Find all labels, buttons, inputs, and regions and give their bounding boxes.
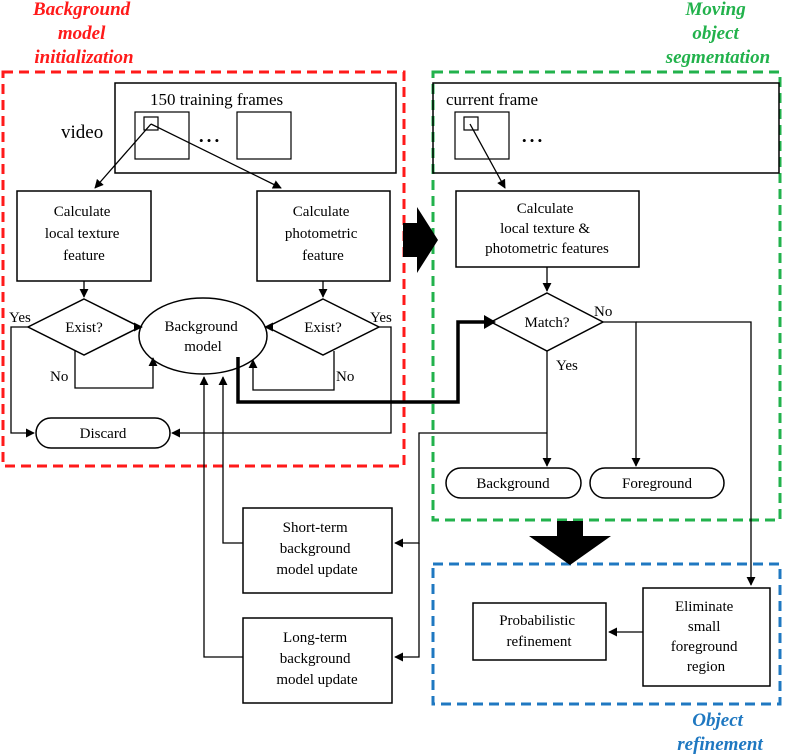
edge-branch-to-short-term [394, 432, 547, 548]
edge-exist-right-yes-discard [171, 326, 392, 438]
current-frame [454, 111, 510, 160]
refinement-section-frame [431, 562, 782, 706]
background-model-node [138, 297, 268, 375]
frame-dots: • • • [199, 133, 219, 148]
seg-title-line-2: object [692, 23, 739, 44]
background-text: Background [476, 476, 550, 492]
exist-left-decision [26, 298, 142, 356]
exist-right-text: Exist? [304, 320, 342, 336]
edge-frame-to-texture [94, 123, 152, 189]
exist-right-decision [265, 298, 381, 356]
background-terminal [445, 467, 582, 499]
label-match-no: No [594, 304, 612, 320]
eliminate-region-box [642, 587, 771, 687]
label-yes-left: Yes [9, 310, 31, 326]
calc-texture-text: Calculate local texture feature [45, 204, 123, 264]
foreground-text: Foreground [622, 476, 692, 492]
segmentation-section-frame [431, 70, 782, 522]
label-yes-right: Yes [370, 310, 392, 326]
calc-photometric-text: Calculate photometric feature [285, 204, 361, 264]
edge-frame-to-photometric [150, 123, 282, 189]
edge-exist-left-no-bgmodel [74, 351, 158, 389]
label-no-right: No [336, 369, 354, 385]
frame-patch-left [143, 116, 159, 131]
foreground-terminal [589, 467, 725, 499]
refinement-title: Object refinement [677, 710, 763, 755]
video-strip [114, 82, 397, 174]
init-title: Background model initialization [32, 0, 135, 68]
background-model-text: Background model [164, 319, 241, 355]
init-title-line-1: Background [32, 0, 131, 20]
refine-title-line-2: refinement [677, 734, 763, 755]
discard-text: Discard [80, 426, 127, 442]
edge-current-to-calc [469, 123, 506, 189]
match-text: Match? [525, 315, 570, 331]
seg-title-line-1: Moving [685, 0, 746, 20]
segmentation-to-refinement-arrow [529, 521, 611, 565]
long-term-update-box [242, 617, 393, 704]
calc-both-text: Calculate local texture & photometric fe… [485, 201, 609, 257]
edge-bgmodel-to-match [236, 320, 484, 404]
long-term-text: Long-term background model update [276, 630, 358, 688]
edge-exist-right-no-bgmodel [248, 351, 335, 391]
calc-texture-box [16, 190, 152, 282]
edge-match-no-foreground [603, 321, 641, 467]
current-frame-strip [432, 82, 780, 174]
probabilistic-refinement-box [472, 602, 607, 661]
init-title-line-3: initialization [34, 47, 133, 68]
edge-foreground-to-eliminate [636, 321, 756, 586]
exist-left-text: Exist? [65, 320, 103, 336]
edge-short-term-to-bgmodel [218, 376, 243, 544]
edge-long-term-to-bgmodel [199, 376, 243, 658]
edge-bgmodel-to-match-head [484, 315, 496, 329]
label-match-yes: Yes [556, 358, 578, 374]
calc-both-box [455, 190, 640, 268]
connectors [10, 123, 756, 662]
probabilistic-text: Probabilistic refinement [499, 613, 579, 650]
short-term-text: Short-term background model update [276, 520, 358, 578]
edge-exist-left-yes-discard [10, 326, 35, 438]
frame-patch-current [463, 116, 479, 131]
seg-title-line-3: segmentation [665, 47, 771, 68]
edge-branch-to-long-term [394, 543, 420, 662]
training-frames-label: 150 training frames [150, 90, 283, 109]
segmentation-title: Moving object segmentation [665, 0, 771, 68]
refine-title-line-1: Object [692, 710, 743, 731]
current-frame-dots: • • • [522, 133, 542, 148]
short-term-update-box [242, 507, 393, 594]
eliminate-text: Eliminate small foreground region [671, 599, 741, 675]
label-no-left: No [50, 369, 68, 385]
current-frame-label: current frame [446, 90, 538, 109]
discard-terminal [35, 417, 171, 449]
init-title-line-2: model [58, 23, 106, 44]
calc-photometric-box [256, 190, 391, 282]
training-frame-n [236, 111, 292, 160]
video-label: video [61, 122, 103, 143]
training-frame-1 [134, 111, 190, 160]
init-to-segmentation-arrow [403, 207, 438, 273]
